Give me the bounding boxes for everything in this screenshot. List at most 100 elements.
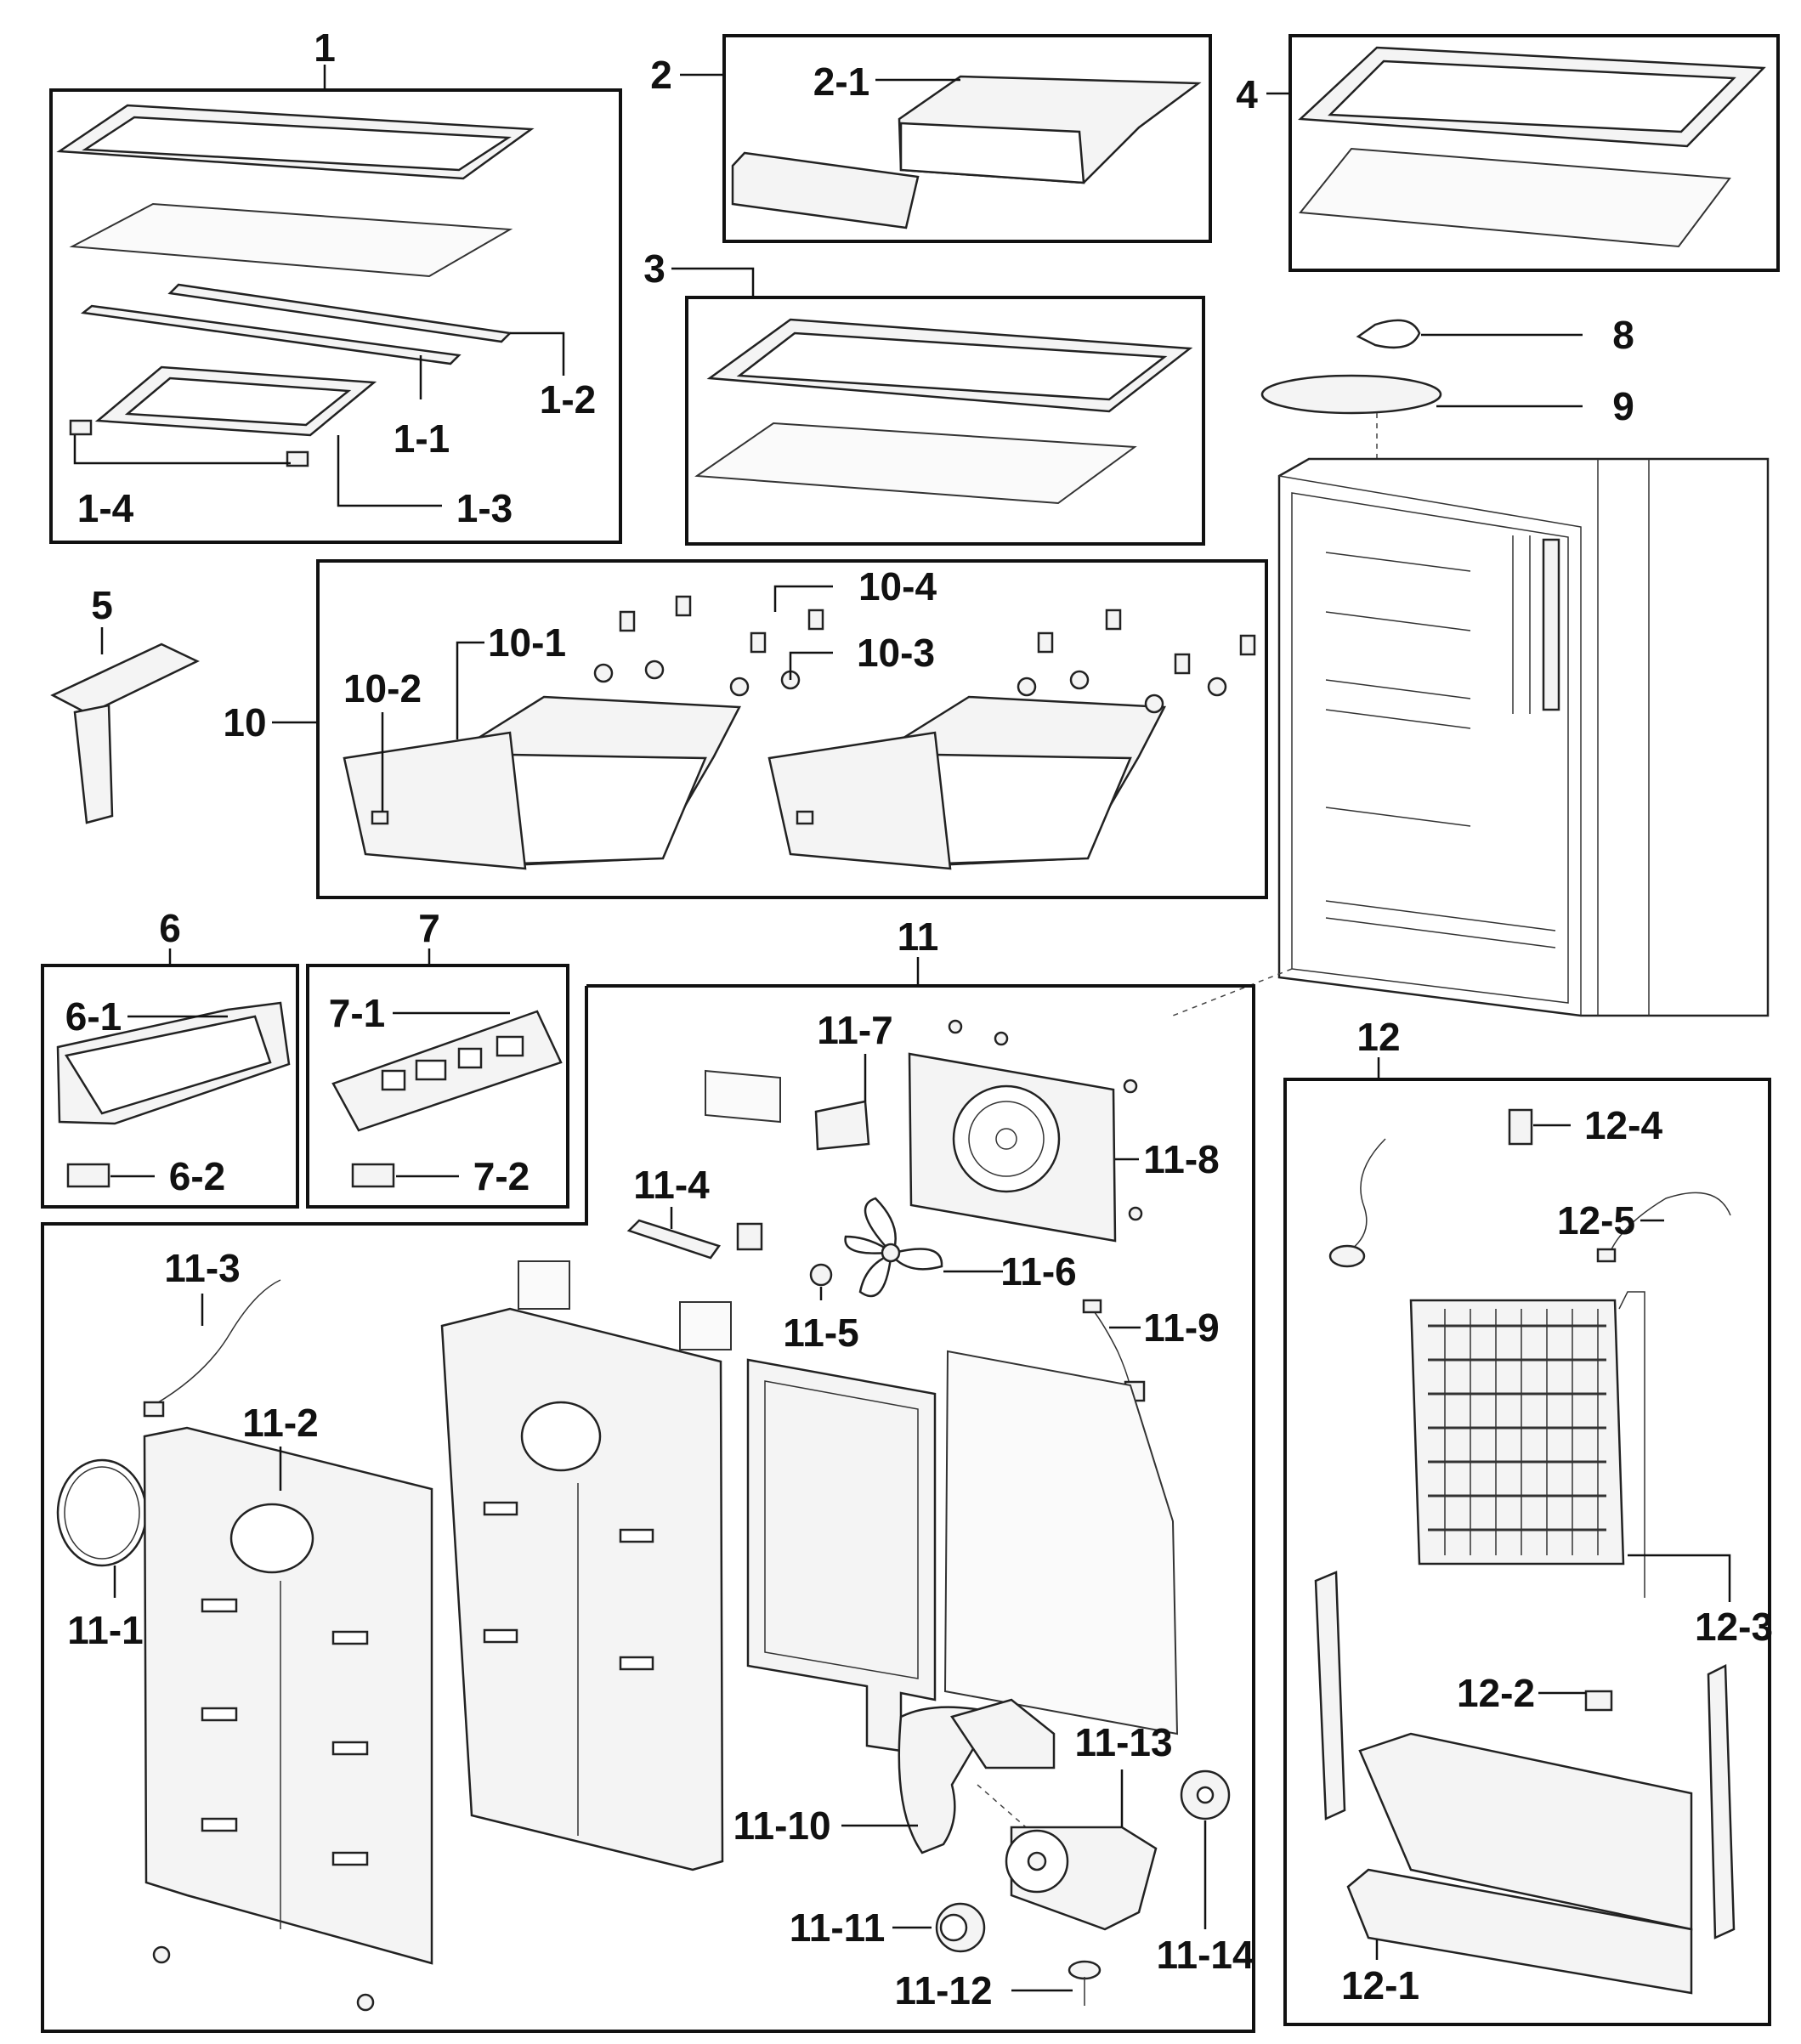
- cabinet-outline: [1277, 457, 1770, 1017]
- callout-11-11: 11-11: [790, 1905, 886, 1950]
- callout-7-1: 7-1: [329, 991, 385, 1035]
- group-11-fan-assembly: 11 11-8 11-7 11-4 11: [41, 914, 1255, 2033]
- callout-10-3: 10-3: [857, 631, 935, 675]
- bracket-plate: [814, 1100, 870, 1151]
- bracket-leg: [73, 704, 114, 824]
- callout-12-2: 12-2: [1457, 1671, 1535, 1715]
- shelf-glass: [69, 202, 513, 278]
- defrost-sensor-wire: [1351, 1138, 1386, 1250]
- seal-ring: [56, 1458, 148, 1567]
- callout-10-4: 10-4: [858, 564, 937, 609]
- callout-11-3: 11-3: [164, 1246, 241, 1290]
- callout-11-10: 11-10: [733, 1803, 830, 1848]
- callout-11-5: 11-5: [783, 1311, 859, 1355]
- callout-11: 11: [898, 914, 939, 959]
- group-4-frame: [1288, 34, 1780, 272]
- shelf-rail-1-1: [80, 304, 462, 365]
- bracket-left: [1314, 1571, 1346, 1820]
- fan-connector-a: [1082, 1299, 1102, 1314]
- motor-screw: [1068, 1960, 1102, 1980]
- callout-3: 3: [643, 246, 665, 291]
- foam-block-a: [518, 1260, 570, 1310]
- foam-strip: [626, 1219, 722, 1260]
- shelf-4-glass: [1299, 147, 1731, 248]
- heater-clip: [1584, 1690, 1613, 1712]
- callout-10-1: 10-1: [488, 620, 566, 665]
- drawer-front-panel: [731, 151, 920, 229]
- group-7: 7 7-1 7-2: [306, 906, 569, 1209]
- callout-10: 10: [223, 700, 266, 745]
- group-2-drawer: 2 2-1: [650, 34, 1212, 243]
- callout-11-4: 11-4: [633, 1163, 710, 1207]
- foam-block: [736, 1222, 763, 1251]
- bin-left-front: [343, 731, 527, 870]
- cabinet-vent-strip: [1542, 538, 1560, 711]
- sensor-wire: [1610, 1192, 1731, 1252]
- foam-block-b: [679, 1301, 732, 1350]
- fan-wire: [1091, 1308, 1131, 1388]
- insulation-sheet: [943, 1350, 1179, 1735]
- callout-12-1: 12-1: [1341, 1963, 1419, 2007]
- callout-11-8: 11-8: [1143, 1137, 1220, 1181]
- callout-11-13: 11-13: [1074, 1720, 1172, 1764]
- defrost-sensor: [1328, 1244, 1366, 1268]
- callout-7-2: 7-2: [473, 1154, 530, 1198]
- group-6: 6 6-1 6-2: [41, 906, 299, 1209]
- group-12-frame: [1283, 1078, 1771, 2026]
- callout-12-3: 12-3: [1695, 1605, 1773, 1649]
- callout-1-4: 1-4: [77, 486, 134, 530]
- callout-11-12: 11-12: [894, 1968, 992, 2013]
- group-1-frame: [49, 88, 622, 544]
- callout-6: 6: [159, 906, 181, 950]
- callout-7: 7: [418, 906, 440, 950]
- callout-12-4: 12-4: [1584, 1103, 1662, 1147]
- rubber-bushing: [809, 1263, 833, 1287]
- callout-5: 5: [91, 583, 113, 627]
- callout-1-3: 1-3: [456, 486, 513, 530]
- group-2-frame: [722, 34, 1212, 243]
- callout-11-6: 11-6: [1000, 1249, 1077, 1294]
- callout-12-5: 12-5: [1557, 1198, 1635, 1243]
- shelf-3-glass: [694, 422, 1137, 505]
- refrigerator-cabinet: [1172, 457, 1770, 1017]
- callout-10-2: 10-2: [343, 666, 422, 711]
- callout-6-2: 6-2: [169, 1154, 225, 1198]
- wire-harness: [149, 1279, 281, 1408]
- shelf-rail-1-2: [167, 283, 513, 343]
- tray-clip-left: [69, 419, 93, 436]
- callout-11-2: 11-2: [242, 1401, 319, 1445]
- bin-left-clip: [371, 810, 389, 825]
- callout-2: 2: [650, 53, 672, 97]
- evaporator-cover-rear: [440, 1307, 724, 1871]
- evaporator-coil: [1409, 1299, 1625, 1566]
- group-3-frame: [685, 296, 1205, 546]
- thermal-fuse: [1508, 1108, 1533, 1146]
- callout-8: 8: [1612, 313, 1634, 357]
- callout-9: 9: [1612, 384, 1634, 428]
- lamp-cover: [1260, 374, 1442, 415]
- callout-11-9: 11-9: [1143, 1305, 1220, 1350]
- bracket-right: [1707, 1664, 1736, 1939]
- drain-pan: [1346, 1868, 1693, 1995]
- bin-right-clip: [796, 810, 814, 825]
- group-3-shelf: 3: [643, 246, 1205, 546]
- light-bulb: [1356, 319, 1421, 349]
- part-6-2-clip: [66, 1163, 110, 1188]
- insulation-pad: [705, 1069, 781, 1124]
- damper-plate: [950, 1698, 1056, 1769]
- group-10-crisper-bins: 10 10-1 10-2 10-3 10-4: [223, 559, 1268, 899]
- callout-1: 1: [314, 25, 336, 70]
- callout-11-1: 11-1: [67, 1608, 144, 1652]
- group-1-shelf-assembly: 1 1-2 1-1 1-3 1-4: [49, 25, 622, 544]
- callout-1-1: 1-1: [394, 416, 450, 461]
- callout-12: 12: [1356, 1015, 1400, 1059]
- fan-blade: [844, 1197, 943, 1298]
- callout-6-1: 6-1: [65, 994, 122, 1039]
- group-10-frame: [316, 559, 1268, 899]
- tray-clip-right: [286, 450, 309, 467]
- callout-2-1: 2-1: [813, 59, 869, 104]
- bracket-top: [50, 643, 200, 716]
- group-11-frame: [41, 984, 1255, 2033]
- sensor-connector: [1596, 1248, 1617, 1263]
